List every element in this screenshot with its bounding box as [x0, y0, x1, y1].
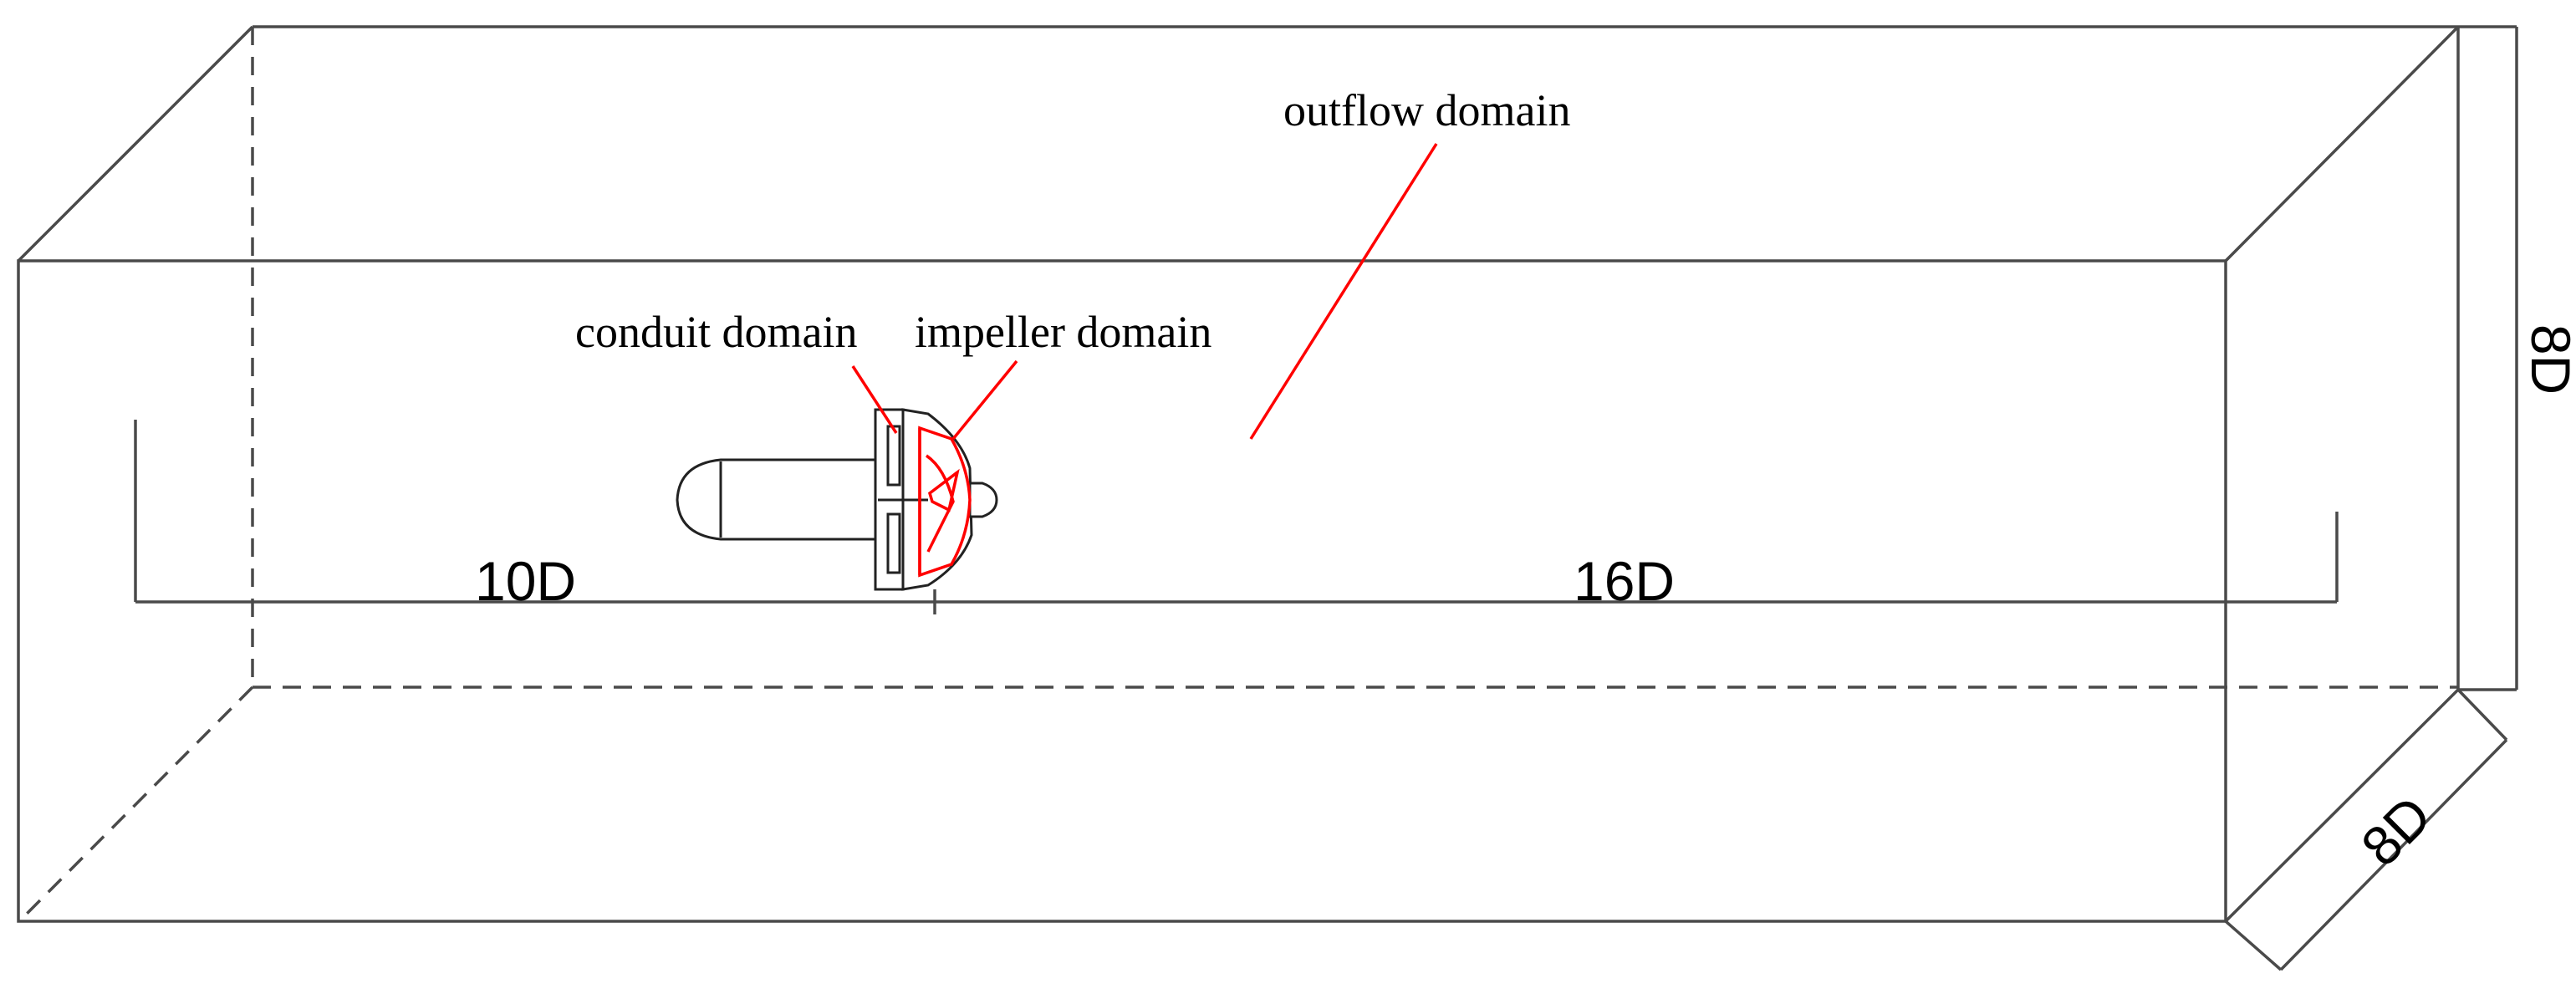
depth-dimension-bottom-ext	[2224, 920, 2283, 971]
conduit-leader-line	[851, 365, 898, 434]
depth-label: 8D	[2349, 784, 2443, 878]
box-hidden-bottom-left-edge	[23, 686, 254, 917]
waterjet-model	[676, 408, 998, 591]
conduit-domain-label: conduit domain	[575, 307, 857, 357]
downstream-length-label: 16D	[1574, 550, 1675, 612]
box-bottom-right-edge	[2224, 688, 2460, 923]
leader-lines	[851, 143, 1438, 441]
box-front-face	[17, 259, 2227, 923]
impeller-region-outline	[918, 426, 972, 578]
outflow-domain-label: outflow domain	[1283, 85, 1570, 135]
guide-vane-upper	[886, 425, 901, 487]
guide-vane-lower	[886, 512, 901, 574]
domain-box	[17, 25, 2460, 923]
impeller-blade-sketch	[918, 428, 960, 575]
depth-dimension-line	[2279, 738, 2508, 971]
height-label: 8D	[2520, 324, 2576, 395]
upstream-length-label: 10D	[475, 550, 576, 612]
dimension-lines	[134, 25, 2518, 971]
impeller-leader-line	[951, 359, 1018, 441]
box-top-right-edge	[2224, 25, 2460, 262]
box-top-left-edge	[17, 25, 254, 262]
impeller-domain-label: impeller domain	[915, 307, 1211, 357]
conduit-body	[676, 458, 880, 541]
nozzle-cap	[968, 482, 998, 518]
outflow-leader-line	[1249, 143, 1438, 440]
depth-dimension-top-ext	[2456, 688, 2508, 742]
